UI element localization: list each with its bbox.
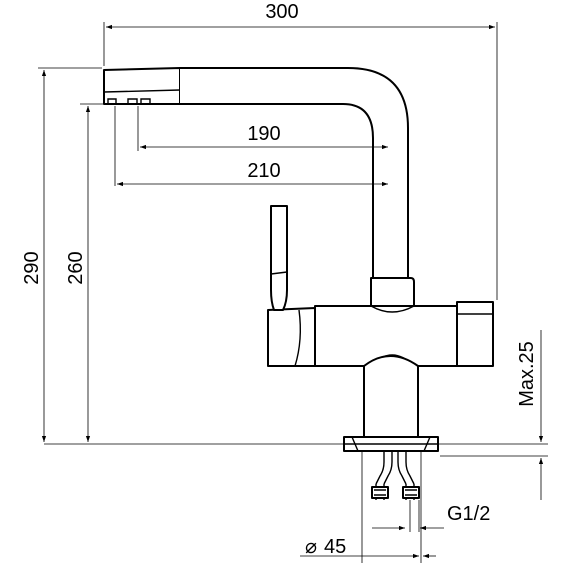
dim-190: 190 xyxy=(247,123,280,145)
faucet-outline xyxy=(103,67,494,500)
supply-hoses xyxy=(375,451,415,485)
dimension-lines xyxy=(38,22,548,563)
dim-max-thickness: Max.25 xyxy=(516,341,538,407)
dim-overall-width: 300 xyxy=(265,1,298,23)
lever-housing xyxy=(267,307,316,367)
spout-tube xyxy=(180,67,409,279)
base-column xyxy=(363,355,419,438)
filter-water-knob xyxy=(456,301,494,367)
diameter-symbol: ⌀ xyxy=(305,536,317,558)
hose-fitting-left xyxy=(371,486,389,499)
lever-handle xyxy=(270,205,288,311)
hose-fitting-right xyxy=(402,486,420,499)
dim-hose-diameter: 45 xyxy=(324,536,346,558)
dim-connection-thread: G1/2 xyxy=(447,503,490,525)
swivel-collar xyxy=(370,277,415,307)
aerator-nozzles xyxy=(107,98,151,104)
dim-spout-height: 260 xyxy=(65,251,87,284)
dim-210: 210 xyxy=(247,160,280,182)
dim-overall-height: 290 xyxy=(21,251,43,284)
